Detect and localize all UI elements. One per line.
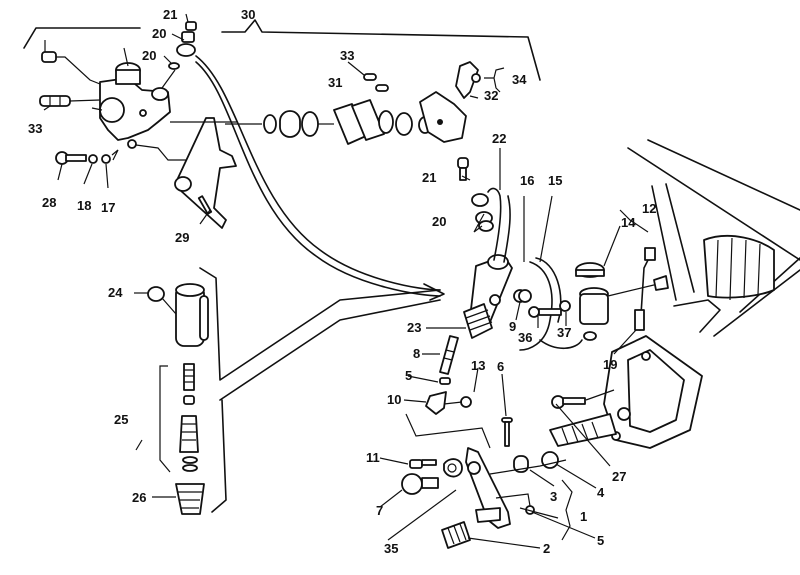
label-36: 36 bbox=[518, 330, 532, 345]
rear-caliper bbox=[91, 47, 171, 149]
label-33: 33 bbox=[340, 48, 354, 63]
banjo-top bbox=[161, 21, 197, 89]
label-12: 12 bbox=[642, 201, 656, 216]
reservoir-hose-lower bbox=[539, 339, 583, 350]
brake-light-switch bbox=[634, 247, 669, 331]
label-1: 1 bbox=[580, 509, 587, 524]
label-13: 13 bbox=[471, 358, 485, 373]
label-18: 18 bbox=[77, 198, 91, 213]
label-29: 29 bbox=[175, 230, 189, 245]
reservoir bbox=[575, 262, 659, 341]
label-21: 21 bbox=[422, 170, 436, 185]
label-9: 9 bbox=[509, 319, 516, 334]
reservoir-hose bbox=[519, 261, 553, 351]
label-35: 35 bbox=[384, 541, 398, 556]
label-32: 32 bbox=[484, 88, 498, 103]
label-25: 25 bbox=[114, 412, 128, 427]
label-17: 17 bbox=[101, 200, 115, 215]
label-8: 8 bbox=[413, 346, 420, 361]
footrest-peg bbox=[549, 389, 617, 447]
caliper-bracket bbox=[170, 117, 238, 229]
label-5: 5 bbox=[405, 368, 412, 383]
hose-right bbox=[457, 157, 511, 263]
leader-lines bbox=[43, 13, 649, 549]
label-20: 20 bbox=[152, 26, 166, 41]
label-21: 21 bbox=[163, 7, 177, 22]
pad-pin-mid bbox=[347, 61, 389, 92]
screw-set bbox=[518, 289, 571, 318]
label-22: 22 bbox=[492, 131, 506, 146]
label-20: 20 bbox=[142, 48, 156, 63]
label-14: 14 bbox=[621, 215, 636, 230]
label-6: 6 bbox=[497, 359, 504, 374]
motorcycle-frame bbox=[627, 139, 800, 337]
label-33: 33 bbox=[28, 121, 42, 136]
label-16: 16 bbox=[520, 173, 534, 188]
pad-spring bbox=[455, 61, 505, 99]
label-7: 7 bbox=[376, 503, 383, 518]
master-cylinder-exploded bbox=[147, 267, 441, 515]
bracket-30 bbox=[23, 19, 541, 81]
part-labels: 21 20 20 30 33 28 18 17 29 33 31 34 32 2… bbox=[28, 7, 656, 556]
label-20: 20 bbox=[432, 214, 446, 229]
pin-6 bbox=[501, 417, 513, 447]
brake-pedal bbox=[401, 447, 573, 549]
footrest-bracket bbox=[603, 335, 703, 449]
label-34: 34 bbox=[512, 72, 527, 87]
label-10: 10 bbox=[387, 392, 401, 407]
label-26: 26 bbox=[132, 490, 146, 505]
label-4: 4 bbox=[597, 485, 605, 500]
label-27: 27 bbox=[612, 469, 626, 484]
pushrod-clevis bbox=[405, 335, 491, 449]
label-24: 24 bbox=[108, 285, 123, 300]
pad-pin-left bbox=[39, 40, 101, 107]
master-cylinder bbox=[463, 254, 527, 339]
label-15: 15 bbox=[548, 173, 562, 188]
label-11: 11 bbox=[366, 450, 380, 465]
label-19: 19 bbox=[603, 357, 617, 372]
label-5: 5 bbox=[597, 533, 604, 548]
brake-hose-upper bbox=[195, 55, 441, 291]
pistons-row bbox=[225, 91, 467, 145]
arrow-head bbox=[423, 283, 445, 301]
label-28: 28 bbox=[42, 195, 56, 210]
label-3: 3 bbox=[550, 489, 557, 504]
label-30: 30 bbox=[241, 7, 255, 22]
label-37: 37 bbox=[557, 325, 571, 340]
brake-hose-upper-outer bbox=[195, 61, 441, 297]
label-31: 31 bbox=[328, 75, 342, 90]
label-23: 23 bbox=[407, 320, 421, 335]
label-2: 2 bbox=[543, 541, 550, 556]
